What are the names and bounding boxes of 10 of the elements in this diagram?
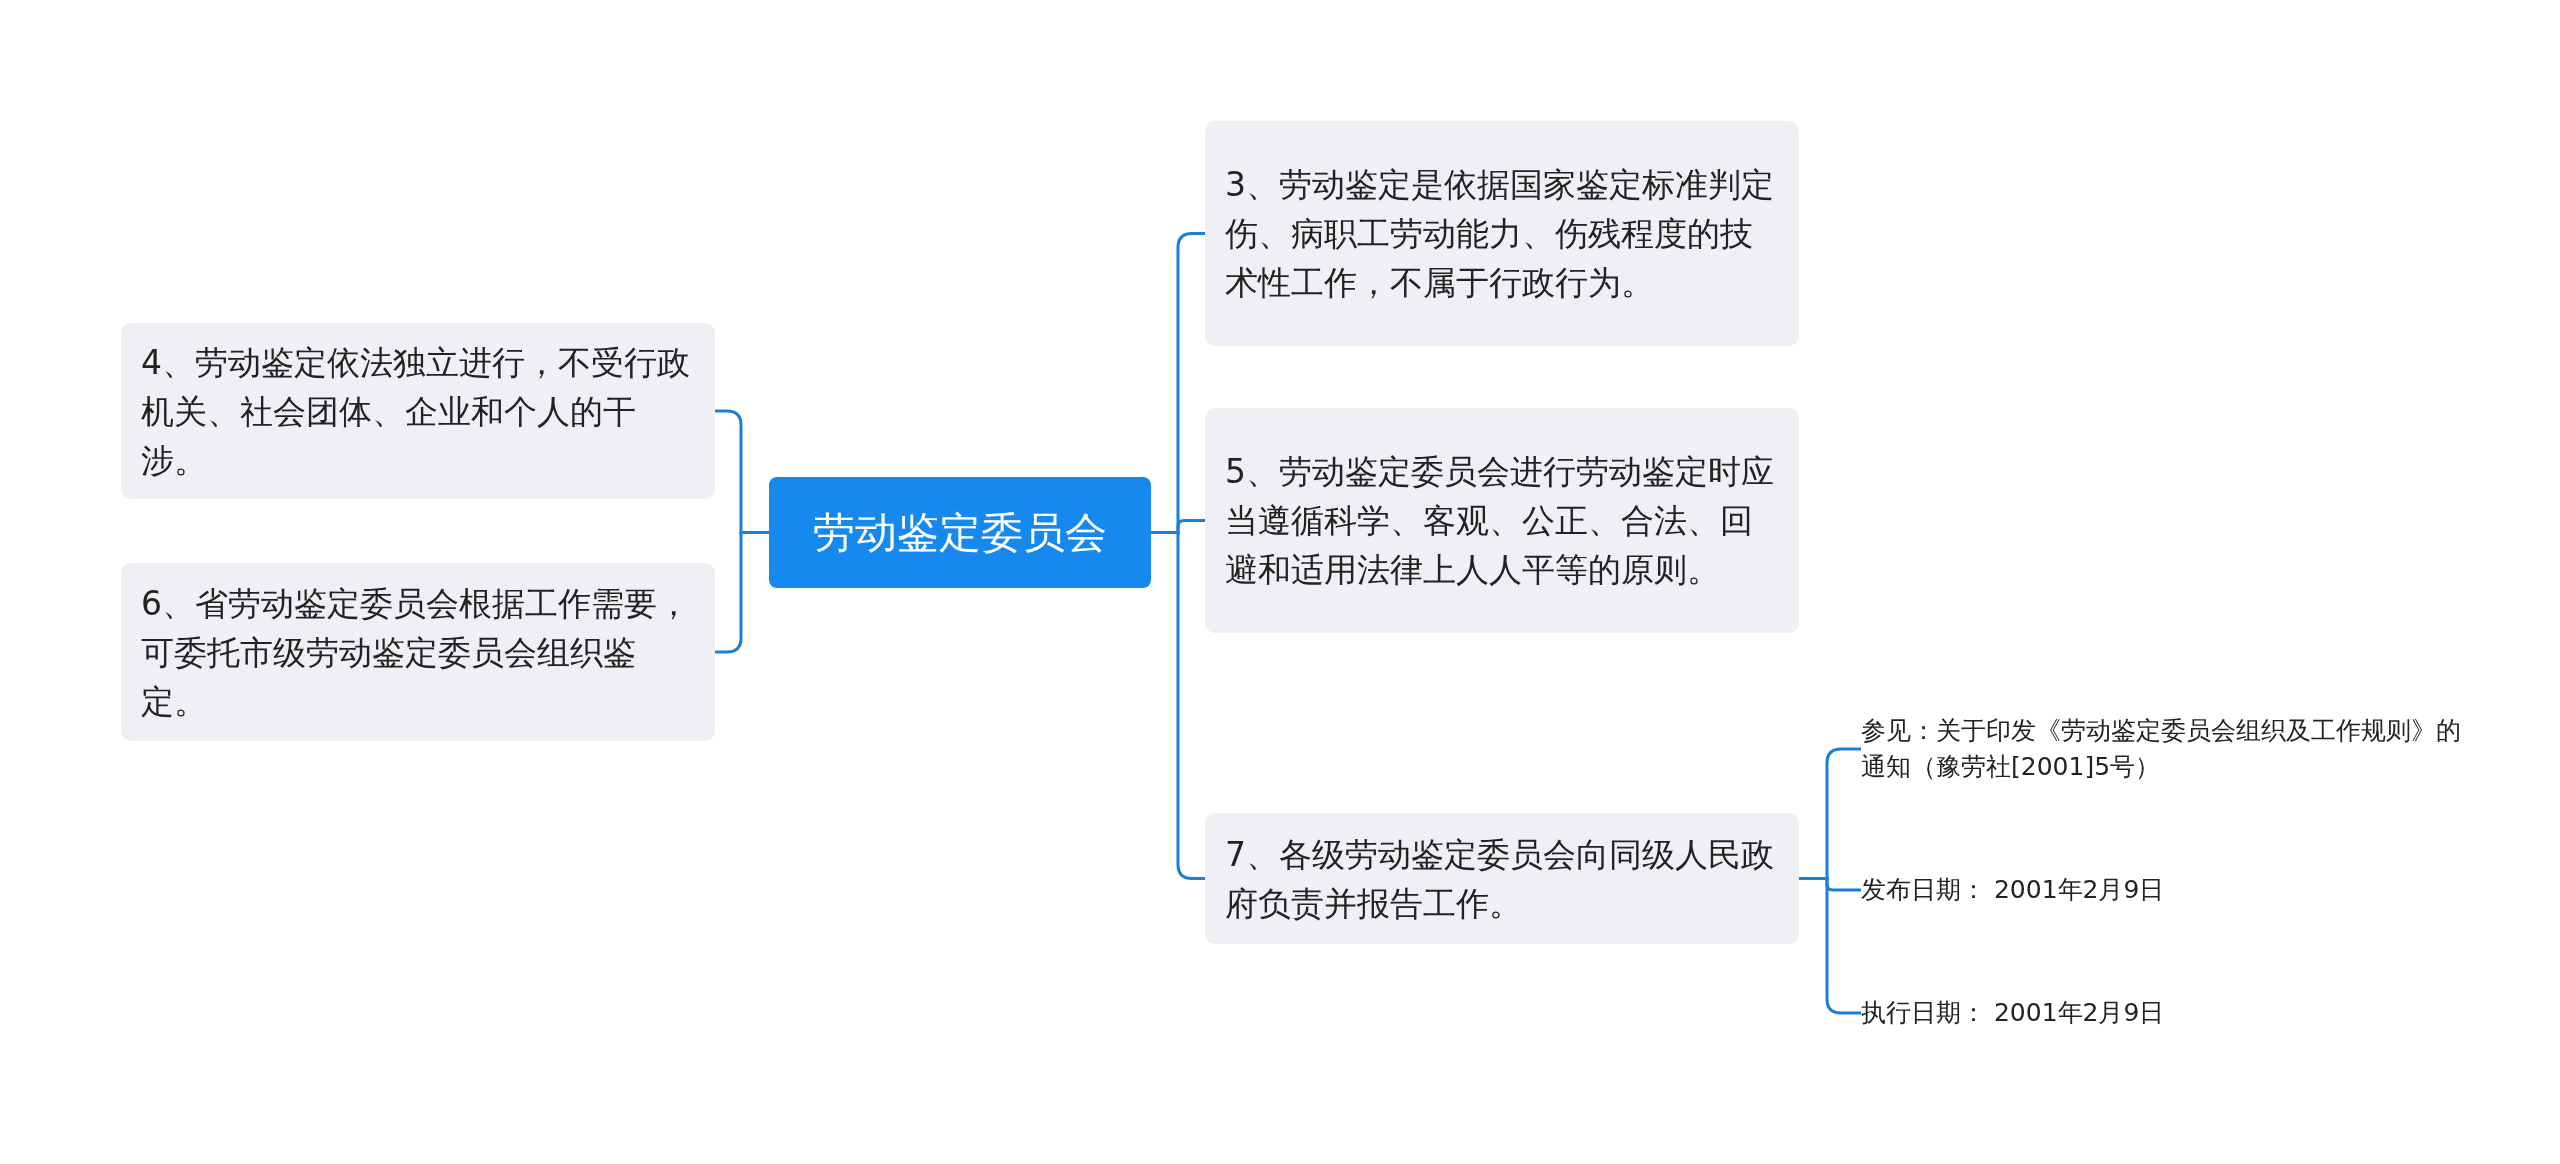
subtopic-text: 执行日期： 2001年2月9日 (1861, 993, 2261, 1033)
topic-box: 3、劳动鉴定是依据国家鉴定标准判定伤、病职工劳动能力、伤残程度的技术性工作，不属于行政行为。 (1205, 121, 1799, 346)
central-topic-box: 劳动鉴定委员会 (769, 477, 1151, 588)
subtopic-text: 参见：关于印发《劳动鉴定委员会组织及工作规则》的通知（豫劳社[2001]5号） (1861, 704, 2461, 794)
subtopic-text: 发布日期： 2001年2月9日 (1861, 870, 2261, 910)
topic-box: 5、劳动鉴定委员会进行劳动鉴定时应当遵循科学、客观、公正、合法、回避和适用法律上人人平等的原则。 (1205, 408, 1799, 633)
connector-line (715, 531, 769, 654)
topic-box: 6、省劳动鉴定委员会根据工作需要，可委托市级劳动鉴定委员会组织鉴定。 (121, 563, 715, 741)
topic-box: 4、劳动鉴定依法独立进行，不受行政机关、社会团体、企业和个人的干涉。 (121, 323, 715, 499)
topic-box: 7、各级劳动鉴定委员会向同级人民政府负责并报告工作。 (1205, 813, 1799, 944)
